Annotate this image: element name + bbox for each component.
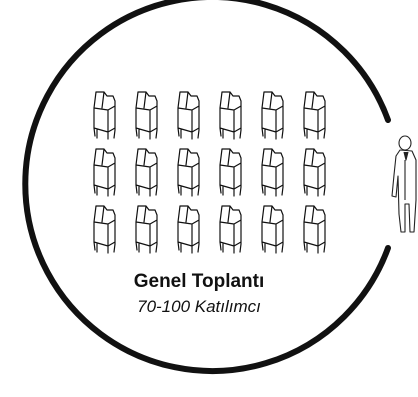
armchair-icon: [262, 149, 283, 196]
armchair-icon: [178, 92, 199, 139]
layout-capacity: 70-100 Katılımcı: [0, 297, 408, 317]
armchair-icon: [304, 92, 325, 139]
armchair-icon: [178, 149, 199, 196]
armchair-icon: [94, 92, 115, 139]
armchair-icon: [136, 206, 157, 253]
armchair-icon: [220, 206, 241, 253]
chair-grid: [94, 92, 325, 253]
armchair-icon: [94, 206, 115, 253]
armchair-icon: [262, 206, 283, 253]
armchair-icon: [94, 149, 115, 196]
layout-title: Genel Toplantı: [0, 271, 408, 293]
standing-speaker-icon: [392, 136, 416, 232]
armchair-icon: [136, 92, 157, 139]
armchair-icon: [220, 149, 241, 196]
armchair-icon: [262, 92, 283, 139]
armchair-icon: [304, 149, 325, 196]
armchair-icon: [220, 92, 241, 139]
armchair-icon: [178, 206, 199, 253]
armchair-icon: [304, 206, 325, 253]
armchair-icon: [136, 149, 157, 196]
